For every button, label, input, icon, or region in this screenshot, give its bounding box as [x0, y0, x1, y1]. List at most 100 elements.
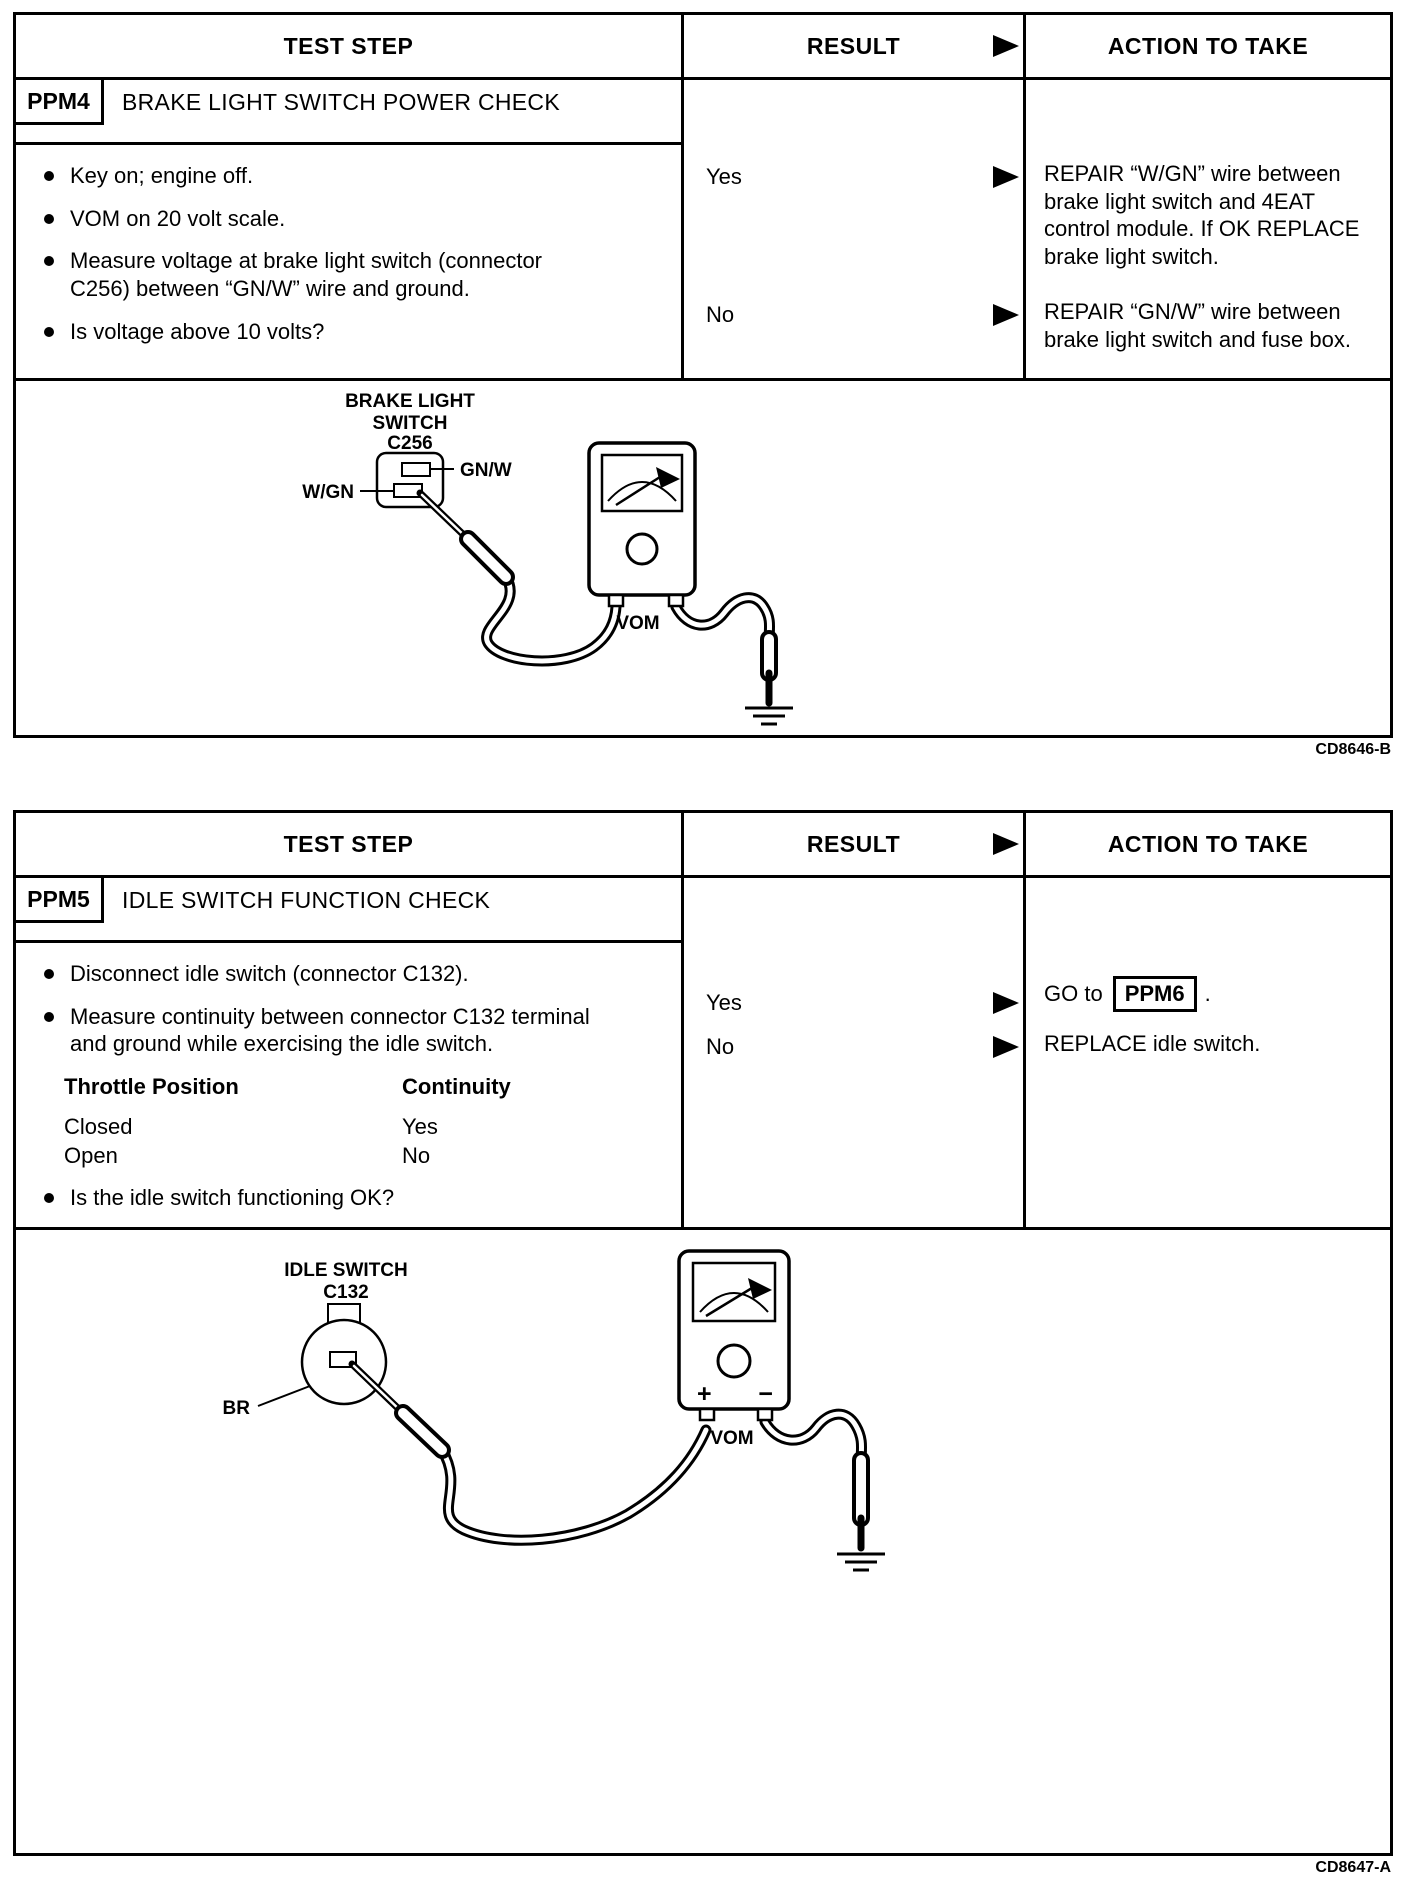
vom-meter — [677, 1249, 791, 1422]
header-test-step: TEST STEP — [16, 15, 684, 77]
test-title-row: PPM4 BRAKE LIGHT SWITCH POWER CHECK — [16, 80, 681, 145]
goto-prefix: GO to — [1044, 981, 1103, 1006]
throttle-position-header: Throttle Position — [64, 1074, 239, 1100]
test-step-column: PPM5 IDLE SWITCH FUNCTION CHECK Disconne… — [16, 878, 684, 1227]
header-result: RESULT — [684, 813, 1026, 875]
step-text: Measure voltage at brake light switch (c… — [70, 248, 543, 302]
list-item: Disconnect idle switch (connector C132). — [44, 960, 669, 988]
list-item: Measure continuity between connector C13… — [44, 1003, 669, 1058]
result-yes-row: Yes — [706, 990, 1019, 1016]
bullet-icon — [44, 171, 54, 181]
arrow-right-icon — [993, 992, 1019, 1014]
test-steps-list: Key on; engine off. VOM on 20 volt scale… — [16, 145, 681, 346]
arrow-right-icon — [993, 304, 1019, 326]
test-lead-left-wire — [481, 571, 622, 667]
meter-knob — [716, 1343, 752, 1379]
table-row: Closed Yes — [64, 1114, 681, 1139]
ppm6-reference-box: PPM6 — [1112, 976, 1197, 1012]
test-steps-list: Disconnect idle switch (connector C132).… — [16, 943, 681, 1058]
continuity-value: No — [402, 1142, 431, 1168]
action-column: REPAIR “W/GN” wire between brake light s… — [1026, 80, 1390, 378]
vom-label: VOM — [710, 1428, 753, 1449]
component-label-line2: SWITCH — [373, 413, 448, 434]
connector-label: C256 — [387, 433, 432, 454]
header-action: ACTION TO TAKE — [1107, 32, 1309, 59]
meter-scale-arc — [607, 481, 677, 502]
list-item: Is the idle switch functioning OK? — [44, 1184, 669, 1212]
bullet-icon — [44, 1193, 54, 1204]
meter-terminal-left — [698, 1407, 716, 1422]
arrow-right-icon — [993, 35, 1019, 57]
test-title: IDLE SWITCH FUNCTION CHECK — [122, 887, 491, 913]
pinpoint-test-ppm5: TEST STEP RESULT ACTION TO TAKE PPM5 IDL… — [13, 810, 1393, 1856]
connector-c256 — [360, 451, 454, 509]
component-label-line1: BRAKE LIGHT — [345, 391, 475, 412]
connector-label: C132 — [323, 1282, 368, 1303]
test-lead-left-wire — [436, 1424, 712, 1546]
continuity-value: Yes — [402, 1114, 438, 1140]
result-yes-label: Yes — [706, 990, 742, 1015]
header-result: RESULT — [684, 15, 1026, 77]
action-column: GO to PPM6 . REPLACE idle switch. — [1026, 878, 1390, 1227]
result-no-label: No — [706, 1034, 735, 1059]
ground-symbol — [837, 1552, 885, 1572]
step-text: Measure continuity between connector C13… — [70, 1003, 590, 1057]
meter-terminal-right — [756, 1407, 774, 1422]
result-column: Yes No — [684, 878, 1026, 1227]
test-step-column: PPM4 BRAKE LIGHT SWITCH POWER CHECK Key … — [16, 80, 684, 378]
result-yes-row: Yes — [706, 164, 1019, 190]
action-text-yes: REPAIR “W/GN” wire between brake light s… — [1044, 161, 1360, 270]
header-test-step: TEST STEP — [16, 813, 684, 875]
list-item: Key on; engine off. — [44, 162, 669, 190]
test-probe-left — [348, 1360, 451, 1459]
continuity-table: Throttle Position Continuity Closed Yes … — [64, 1074, 681, 1168]
result-column: Yes No — [684, 80, 1026, 378]
arrow-right-icon — [993, 833, 1019, 855]
list-item: Is voltage above 10 volts? — [44, 318, 669, 346]
diagram-idle-switch: IDLE SWITCH C132 BR + − VOM — [16, 1230, 1390, 1855]
meter-scale-arc — [699, 1292, 769, 1313]
result-no-row: No — [706, 1034, 1019, 1060]
throttle-position-value: Closed — [64, 1114, 133, 1140]
action-text-yes: GO to PPM6 . — [1044, 976, 1360, 1012]
continuity-header: Continuity — [402, 1074, 511, 1100]
action-text-no: REPAIR “GN/W” wire between brake light s… — [1044, 299, 1351, 352]
header-result-label: RESULT — [806, 32, 901, 59]
vom-meter — [587, 441, 697, 608]
ground-symbol — [745, 706, 793, 726]
test-id-badge: PPM5 — [16, 878, 104, 923]
result-no-row: No — [706, 302, 1019, 328]
step-text: Is voltage above 10 volts? — [70, 318, 325, 344]
pinpoint-test-ppm4: TEST STEP RESULT ACTION TO TAKE PPM4 BRA… — [13, 12, 1393, 738]
continuity-table-header: Throttle Position Continuity — [64, 1074, 681, 1099]
table-body: PPM5 IDLE SWITCH FUNCTION CHECK Disconne… — [16, 878, 1390, 1230]
wire-label-br: BR — [223, 1398, 251, 1419]
bullet-icon — [44, 969, 54, 979]
figure-code: CD8647-A — [1315, 1859, 1391, 1876]
test-title-row: PPM5 IDLE SWITCH FUNCTION CHECK — [16, 878, 681, 943]
wire-label-wgn: W/GN — [302, 482, 354, 503]
step-text: VOM on 20 volt scale. — [70, 205, 286, 231]
result-no-label: No — [706, 302, 735, 327]
arrow-right-icon — [993, 1036, 1019, 1058]
arrow-right-icon — [993, 166, 1019, 188]
meter-needle-flag — [748, 1278, 772, 1299]
test-lead-right-wire — [670, 592, 776, 647]
figure-code: CD8646-B — [1315, 741, 1391, 758]
idle-switch-figure: IDLE SWITCH C132 BR + − VOM — [223, 1249, 885, 1572]
wire-label-gnw: GN/W — [460, 460, 512, 481]
step-text: Key on; engine off. — [70, 163, 254, 188]
minus-symbol: − — [758, 1380, 773, 1408]
bullet-icon — [44, 326, 54, 337]
vom-label: VOM — [616, 613, 659, 634]
test-lead-right-wire — [759, 1408, 868, 1468]
result-yes-label: Yes — [706, 164, 742, 189]
bullet-icon — [44, 256, 54, 267]
meter-needle — [705, 1286, 753, 1318]
brake-light-switch-figure: BRAKE LIGHT SWITCH C256 GN/W W/GN VOM — [302, 391, 793, 726]
step-text: Is the idle switch functioning OK? — [70, 1185, 395, 1211]
meter-terminal-right — [667, 593, 685, 608]
table-header: TEST STEP RESULT ACTION TO TAKE — [16, 813, 1390, 878]
plus-symbol: + — [697, 1380, 712, 1408]
test-probe-left — [416, 489, 515, 586]
